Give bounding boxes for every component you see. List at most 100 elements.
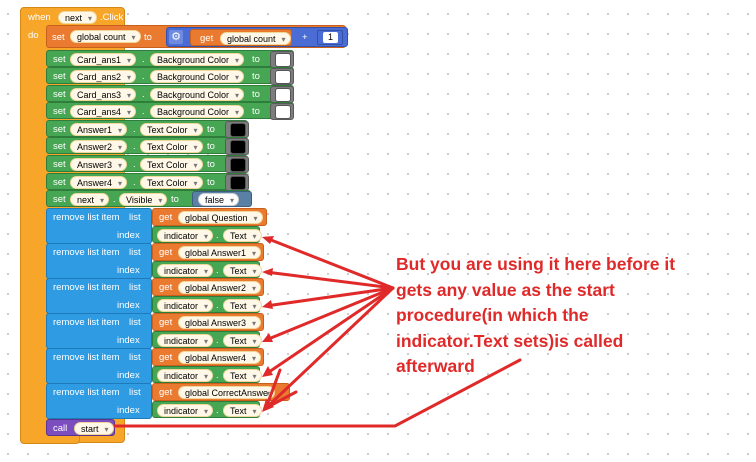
component-dropdown[interactable]: indicator [157,229,214,243]
component-dropdown[interactable]: Card_ans2 [70,70,137,84]
list-variable-dropdown[interactable]: global CorrectAnswe [178,386,276,400]
set-text-color-block-2[interactable]: set Answer2 . Text Color to [46,137,248,154]
list-variable-dropdown[interactable]: global Answer1 [178,246,262,260]
color-block-1[interactable] [270,51,294,68]
color-block-3[interactable] [270,86,294,103]
color-swatch[interactable] [275,88,291,102]
color-block-8[interactable] [225,174,249,191]
property-dropdown[interactable]: Background Color [150,53,245,67]
list-variable-dropdown[interactable]: global Question [178,211,263,225]
remove-list-item-block-6[interactable]: remove list item list index [46,383,152,419]
list-variable-dropdown[interactable]: global Answer4 [178,351,262,365]
remove-list-item-block-4[interactable]: remove list item list index [46,313,152,349]
color-swatch[interactable] [230,158,246,172]
property-dropdown[interactable]: Text [223,334,262,348]
property-dropdown[interactable]: Text [223,404,262,418]
property-dropdown[interactable]: Text [223,229,262,243]
set-background-color-block-4[interactable]: set Card_ans4 . Background Color to [46,102,294,119]
component-dropdown[interactable]: indicator [157,264,214,278]
number-block[interactable]: 1 [317,30,343,45]
get-list-block-4[interactable]: get global Answer3 [152,313,264,331]
color-swatch[interactable] [230,123,246,137]
color-swatch[interactable] [275,53,291,67]
index-getter-block-4[interactable]: indicator . Text [152,331,262,348]
property-dropdown[interactable]: Visible [119,193,168,207]
get-variable-dropdown[interactable]: global count [220,32,291,46]
index-getter-block-3[interactable]: indicator . Text [152,296,262,313]
color-block-6[interactable] [225,138,249,155]
dot-label: . [216,265,219,276]
component-dropdown[interactable]: Card_ans4 [70,105,137,119]
color-block-7[interactable] [225,156,249,173]
get-list-block-2[interactable]: get global Answer1 [152,243,264,261]
set-text-color-block-4[interactable]: set Answer4 . Text Color to [46,173,248,190]
color-swatch[interactable] [275,70,291,84]
number-field[interactable]: 1 [323,32,338,43]
dot-label: . [216,300,219,311]
color-block-2[interactable] [270,68,294,85]
property-dropdown[interactable]: Text Color [140,158,203,172]
property-dropdown[interactable]: Text Color [140,176,203,190]
component-dropdown[interactable]: next [70,193,110,207]
gear-icon[interactable]: ⚙ [169,30,183,44]
property-dropdown[interactable]: Text Color [140,140,203,154]
index-getter-block-5[interactable]: indicator . Text [152,366,262,383]
when-label: when [28,12,51,23]
plus-label: + [302,32,308,43]
property-dropdown[interactable]: Text Color [140,123,203,137]
to-label: to [252,106,260,117]
event-component-dropdown[interactable]: next [58,11,98,25]
property-dropdown[interactable]: Text [223,299,262,313]
set-background-color-block-2[interactable]: set Card_ans2 . Background Color to [46,67,294,84]
color-swatch[interactable] [230,140,246,154]
index-getter-block-2[interactable]: indicator . Text [152,261,262,278]
set-text-color-block-3[interactable]: set Answer3 . Text Color to [46,155,248,172]
remove-list-item-block-2[interactable]: remove list item list index [46,243,152,279]
dot-label: . [142,71,145,82]
math-add-block[interactable]: ⚙ get global count + 1 [166,27,348,47]
property-dropdown[interactable]: Background Color [150,88,245,102]
property-dropdown[interactable]: Background Color [150,105,245,119]
component-dropdown[interactable]: Answer2 [70,140,128,154]
list-variable-dropdown[interactable]: global Answer3 [178,316,262,330]
set-background-color-block-3[interactable]: set Card_ans3 . Background Color to [46,85,294,102]
get-list-block-1[interactable]: get global Question [152,208,267,226]
remove-label: remove list item [53,317,120,328]
remove-list-item-block-3[interactable]: remove list item list index [46,278,152,314]
component-dropdown[interactable]: indicator [157,369,214,383]
boolean-block[interactable]: false [192,191,252,207]
property-dropdown[interactable]: Text [223,264,262,278]
get-global-count-block[interactable]: get global count [190,29,292,46]
set-variable-dropdown[interactable]: global count [70,30,141,44]
component-dropdown[interactable]: indicator [157,334,214,348]
color-swatch[interactable] [230,176,246,190]
index-label: index [117,405,140,416]
component-dropdown[interactable]: Card_ans3 [70,88,137,102]
procedure-dropdown[interactable]: start [74,422,114,436]
component-dropdown[interactable]: indicator [157,404,214,418]
remove-list-item-block-5[interactable]: remove list item list index [46,348,152,384]
index-label: index [117,335,140,346]
color-block-4[interactable] [270,103,294,120]
remove-list-item-block-1[interactable]: remove list item list index [46,208,152,244]
property-dropdown[interactable]: Text [223,369,262,383]
get-list-block-6[interactable]: get global CorrectAnswe [152,383,290,401]
component-dropdown[interactable]: indicator [157,299,214,313]
set-background-color-block-1[interactable]: set Card_ans1 . Background Color to [46,50,294,67]
component-dropdown[interactable]: Answer4 [70,176,128,190]
component-dropdown[interactable]: Card_ans1 [70,53,137,67]
color-block-5[interactable] [225,121,249,138]
property-dropdown[interactable]: Background Color [150,70,245,84]
get-list-block-5[interactable]: get global Answer4 [152,348,264,366]
component-dropdown[interactable]: Answer1 [70,123,128,137]
call-procedure-block[interactable]: call start [46,419,115,436]
get-list-block-3[interactable]: get global Answer2 [152,278,264,296]
index-getter-block-6[interactable]: indicator . Text [152,401,262,418]
call-label: call [53,423,68,434]
index-getter-block-1[interactable]: indicator . Text [152,226,262,243]
boolean-dropdown[interactable]: false [198,193,240,207]
set-text-color-block-1[interactable]: set Answer1 . Text Color to [46,120,248,137]
list-variable-dropdown[interactable]: global Answer2 [178,281,262,295]
color-swatch[interactable] [275,105,291,119]
component-dropdown[interactable]: Answer3 [70,158,128,172]
